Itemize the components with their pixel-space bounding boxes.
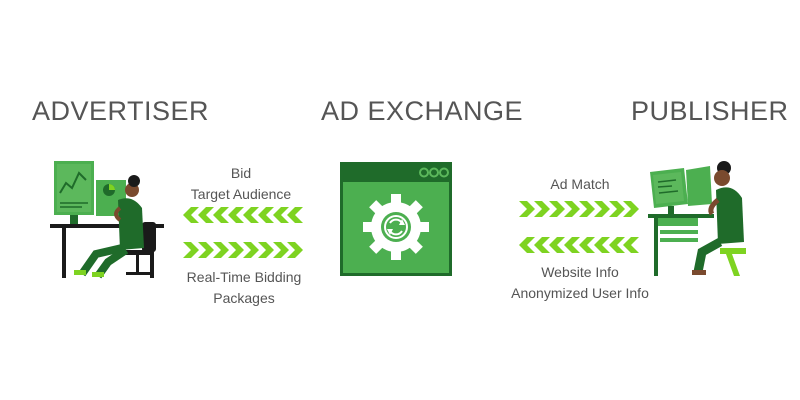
real-time-bidding-label: Real-Time Bidding Packages [176, 267, 312, 309]
publisher-heading: PUBLISHER [631, 96, 789, 126]
rtb-label-line1: Real-Time Bidding [186, 269, 302, 285]
bid-label: Bid Target Audience [186, 163, 296, 205]
website-info-label-line1: Website Info [541, 264, 619, 280]
publisher-illustration [646, 156, 756, 280]
arrows-to-advertiser [183, 207, 303, 223]
woman-at-desk-icon [50, 161, 164, 279]
advertiser-illustration [46, 158, 168, 280]
woman-at-computer-icon [648, 161, 746, 276]
rtb-label-line2: Packages [213, 290, 275, 306]
browser-gear-icon [340, 162, 452, 276]
ad-exchange-window [340, 162, 452, 276]
arrows-to-exchange-from-advertiser [183, 242, 303, 258]
advertiser-heading: ADVERTISER [32, 96, 210, 126]
chevron-left-arrows-icon [519, 237, 639, 253]
arrows-to-publisher [519, 201, 639, 217]
website-info-label: Website Info Anonymized User Info [498, 262, 662, 304]
ad-exchange-heading: AD EXCHANGE [321, 96, 524, 126]
ad-match-label: Ad Match [520, 174, 640, 195]
arrows-to-exchange-from-publisher [519, 237, 639, 253]
chevron-right-arrows-icon [183, 242, 303, 258]
website-info-label-line2: Anonymized User Info [511, 285, 649, 301]
chevron-right-arrows-icon [519, 201, 639, 217]
bid-label-line2: Target Audience [190, 186, 292, 202]
chevron-left-arrows-icon [183, 207, 303, 223]
ad-match-label-line1: Ad Match [550, 176, 610, 192]
bid-label-line1: Bid [230, 165, 252, 181]
